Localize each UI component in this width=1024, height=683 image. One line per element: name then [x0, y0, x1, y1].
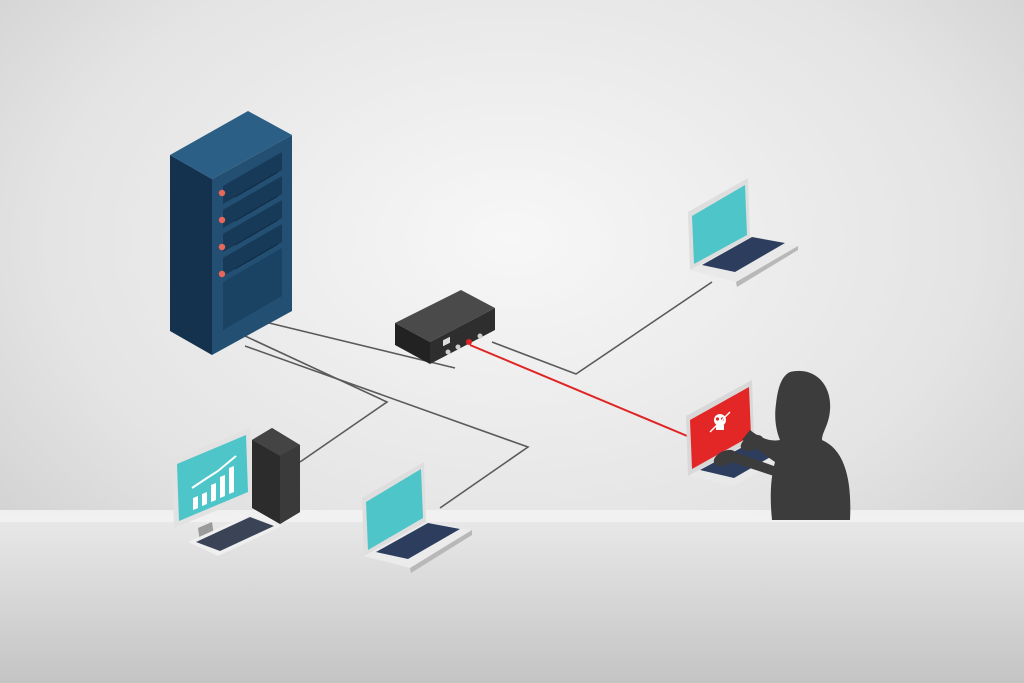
- desktop-workstation: [172, 428, 300, 556]
- server-led: [218, 243, 226, 251]
- switch-port: [455, 344, 461, 350]
- laptop-top-right: [688, 178, 798, 287]
- floor: [0, 515, 1024, 683]
- switch-port: [477, 333, 483, 339]
- cable-server-to-laptop: [244, 345, 530, 509]
- server-led: [218, 270, 226, 278]
- server-led: [218, 216, 226, 224]
- server-rack: [170, 111, 292, 355]
- hacker-figure: [713, 370, 851, 520]
- hacker-hand: [713, 449, 737, 467]
- laptop-bottom-center: [362, 462, 472, 573]
- bar-chart-icon: [191, 455, 237, 510]
- switch-port: [445, 349, 451, 355]
- cable-switch-to-laptop: [491, 281, 713, 375]
- horizon-glow: [0, 510, 1024, 522]
- cable-server-to-desktop: [244, 335, 389, 463]
- server-led: [218, 189, 226, 197]
- switch-port-compromised: [466, 339, 472, 345]
- intrusion-cable: [469, 344, 693, 439]
- network-switch: [395, 290, 495, 364]
- hacker-hand: [740, 434, 764, 452]
- skull-icon: [709, 411, 731, 433]
